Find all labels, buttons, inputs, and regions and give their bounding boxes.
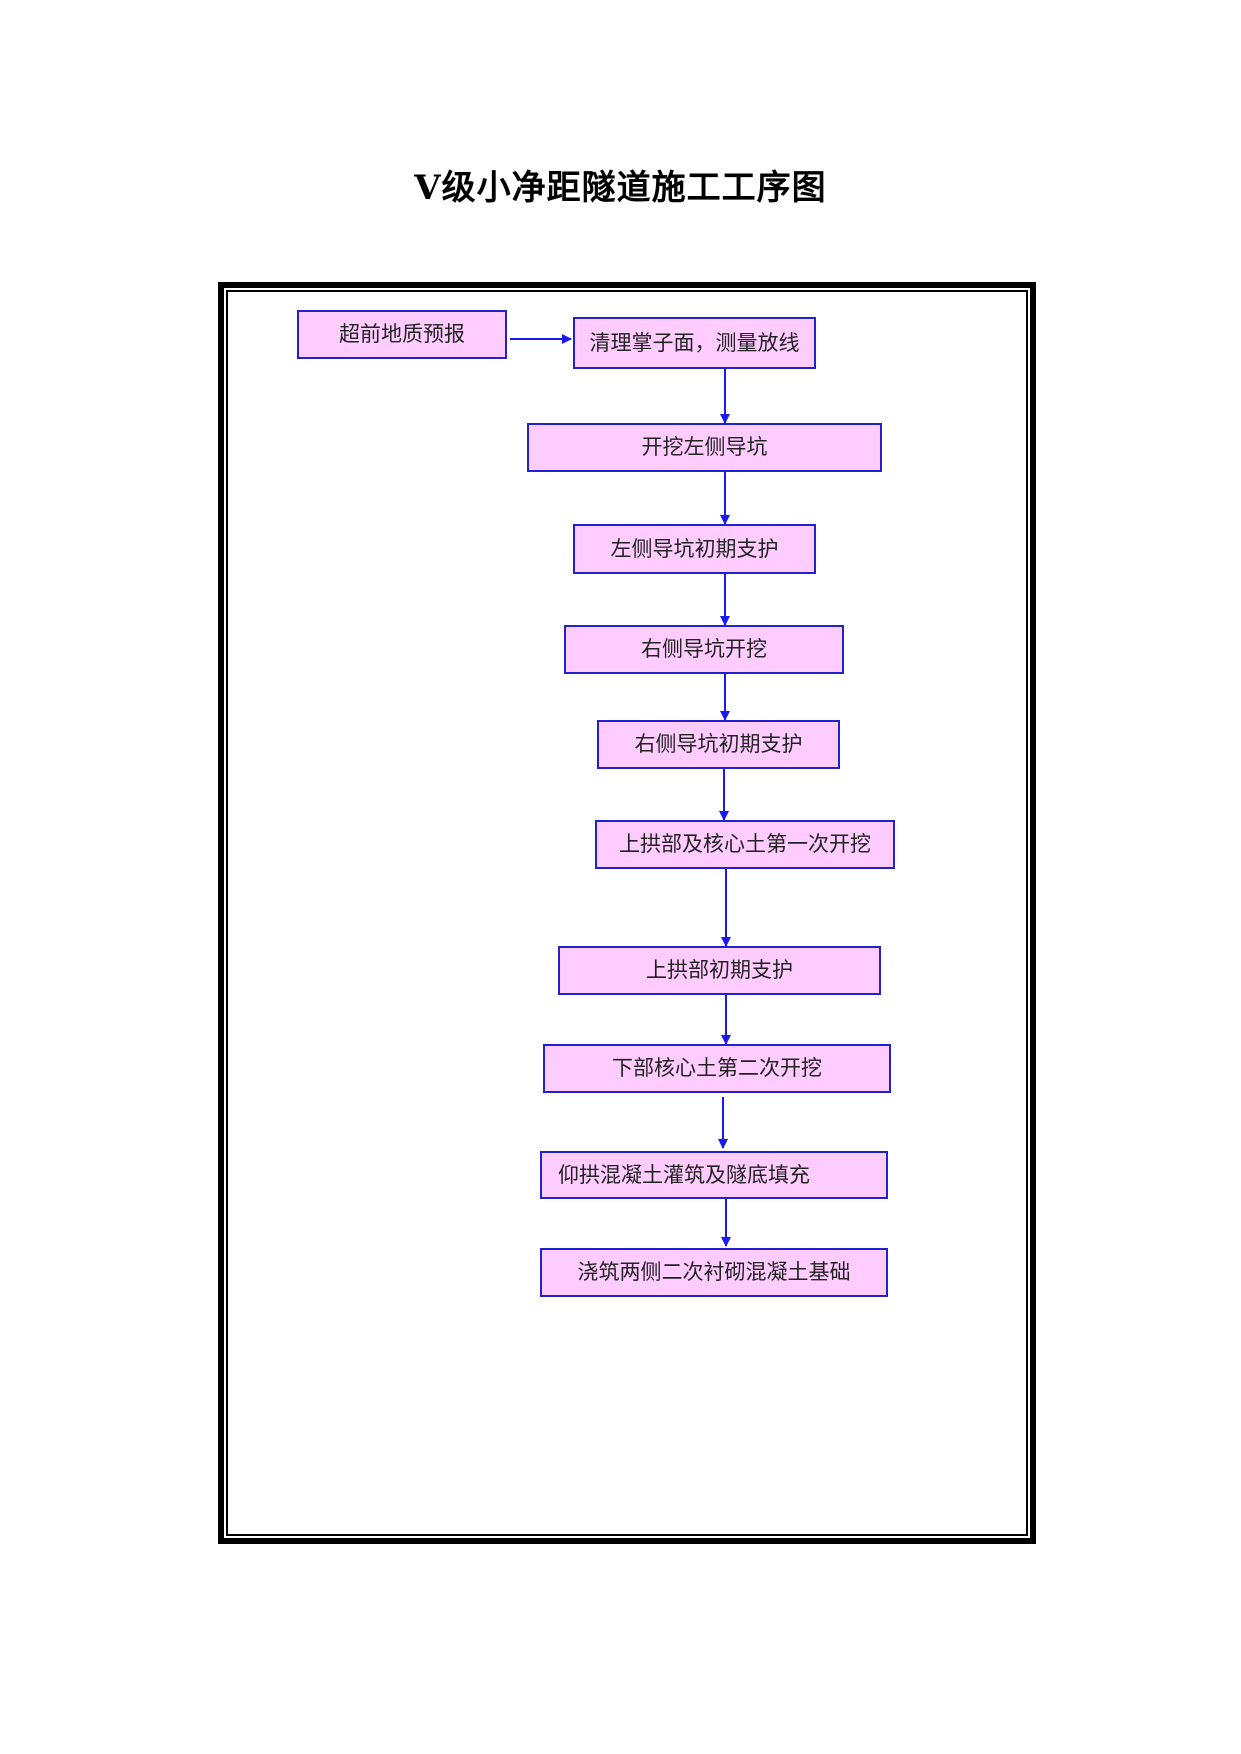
step-10: 浇筑两侧二次衬砌混凝土基础 [540,1248,888,1297]
step-7: 上拱部初期支护 [558,946,881,995]
step-4: 右侧导坑开挖 [564,625,844,674]
step-advance-geological-forecast: 超前地质预报 [297,310,507,359]
step-3: 左侧导坑初期支护 [573,524,816,574]
step-9: 仰拱混凝土灌筑及隧底填充 [540,1151,888,1199]
step-2: 开挖左侧导坑 [527,423,882,472]
step-6: 上拱部及核心土第一次开挖 [595,820,895,869]
step-5: 右侧导坑初期支护 [597,720,840,769]
page-title: Ⅴ级小净距隧道施工工序图 [414,168,827,208]
diagram-frame-outer [218,282,1036,1544]
diagram-frame-inner [226,290,1028,1536]
step-1: 清理掌子面，测量放线 [573,317,816,369]
step-8: 下部核心土第二次开挖 [543,1044,891,1093]
